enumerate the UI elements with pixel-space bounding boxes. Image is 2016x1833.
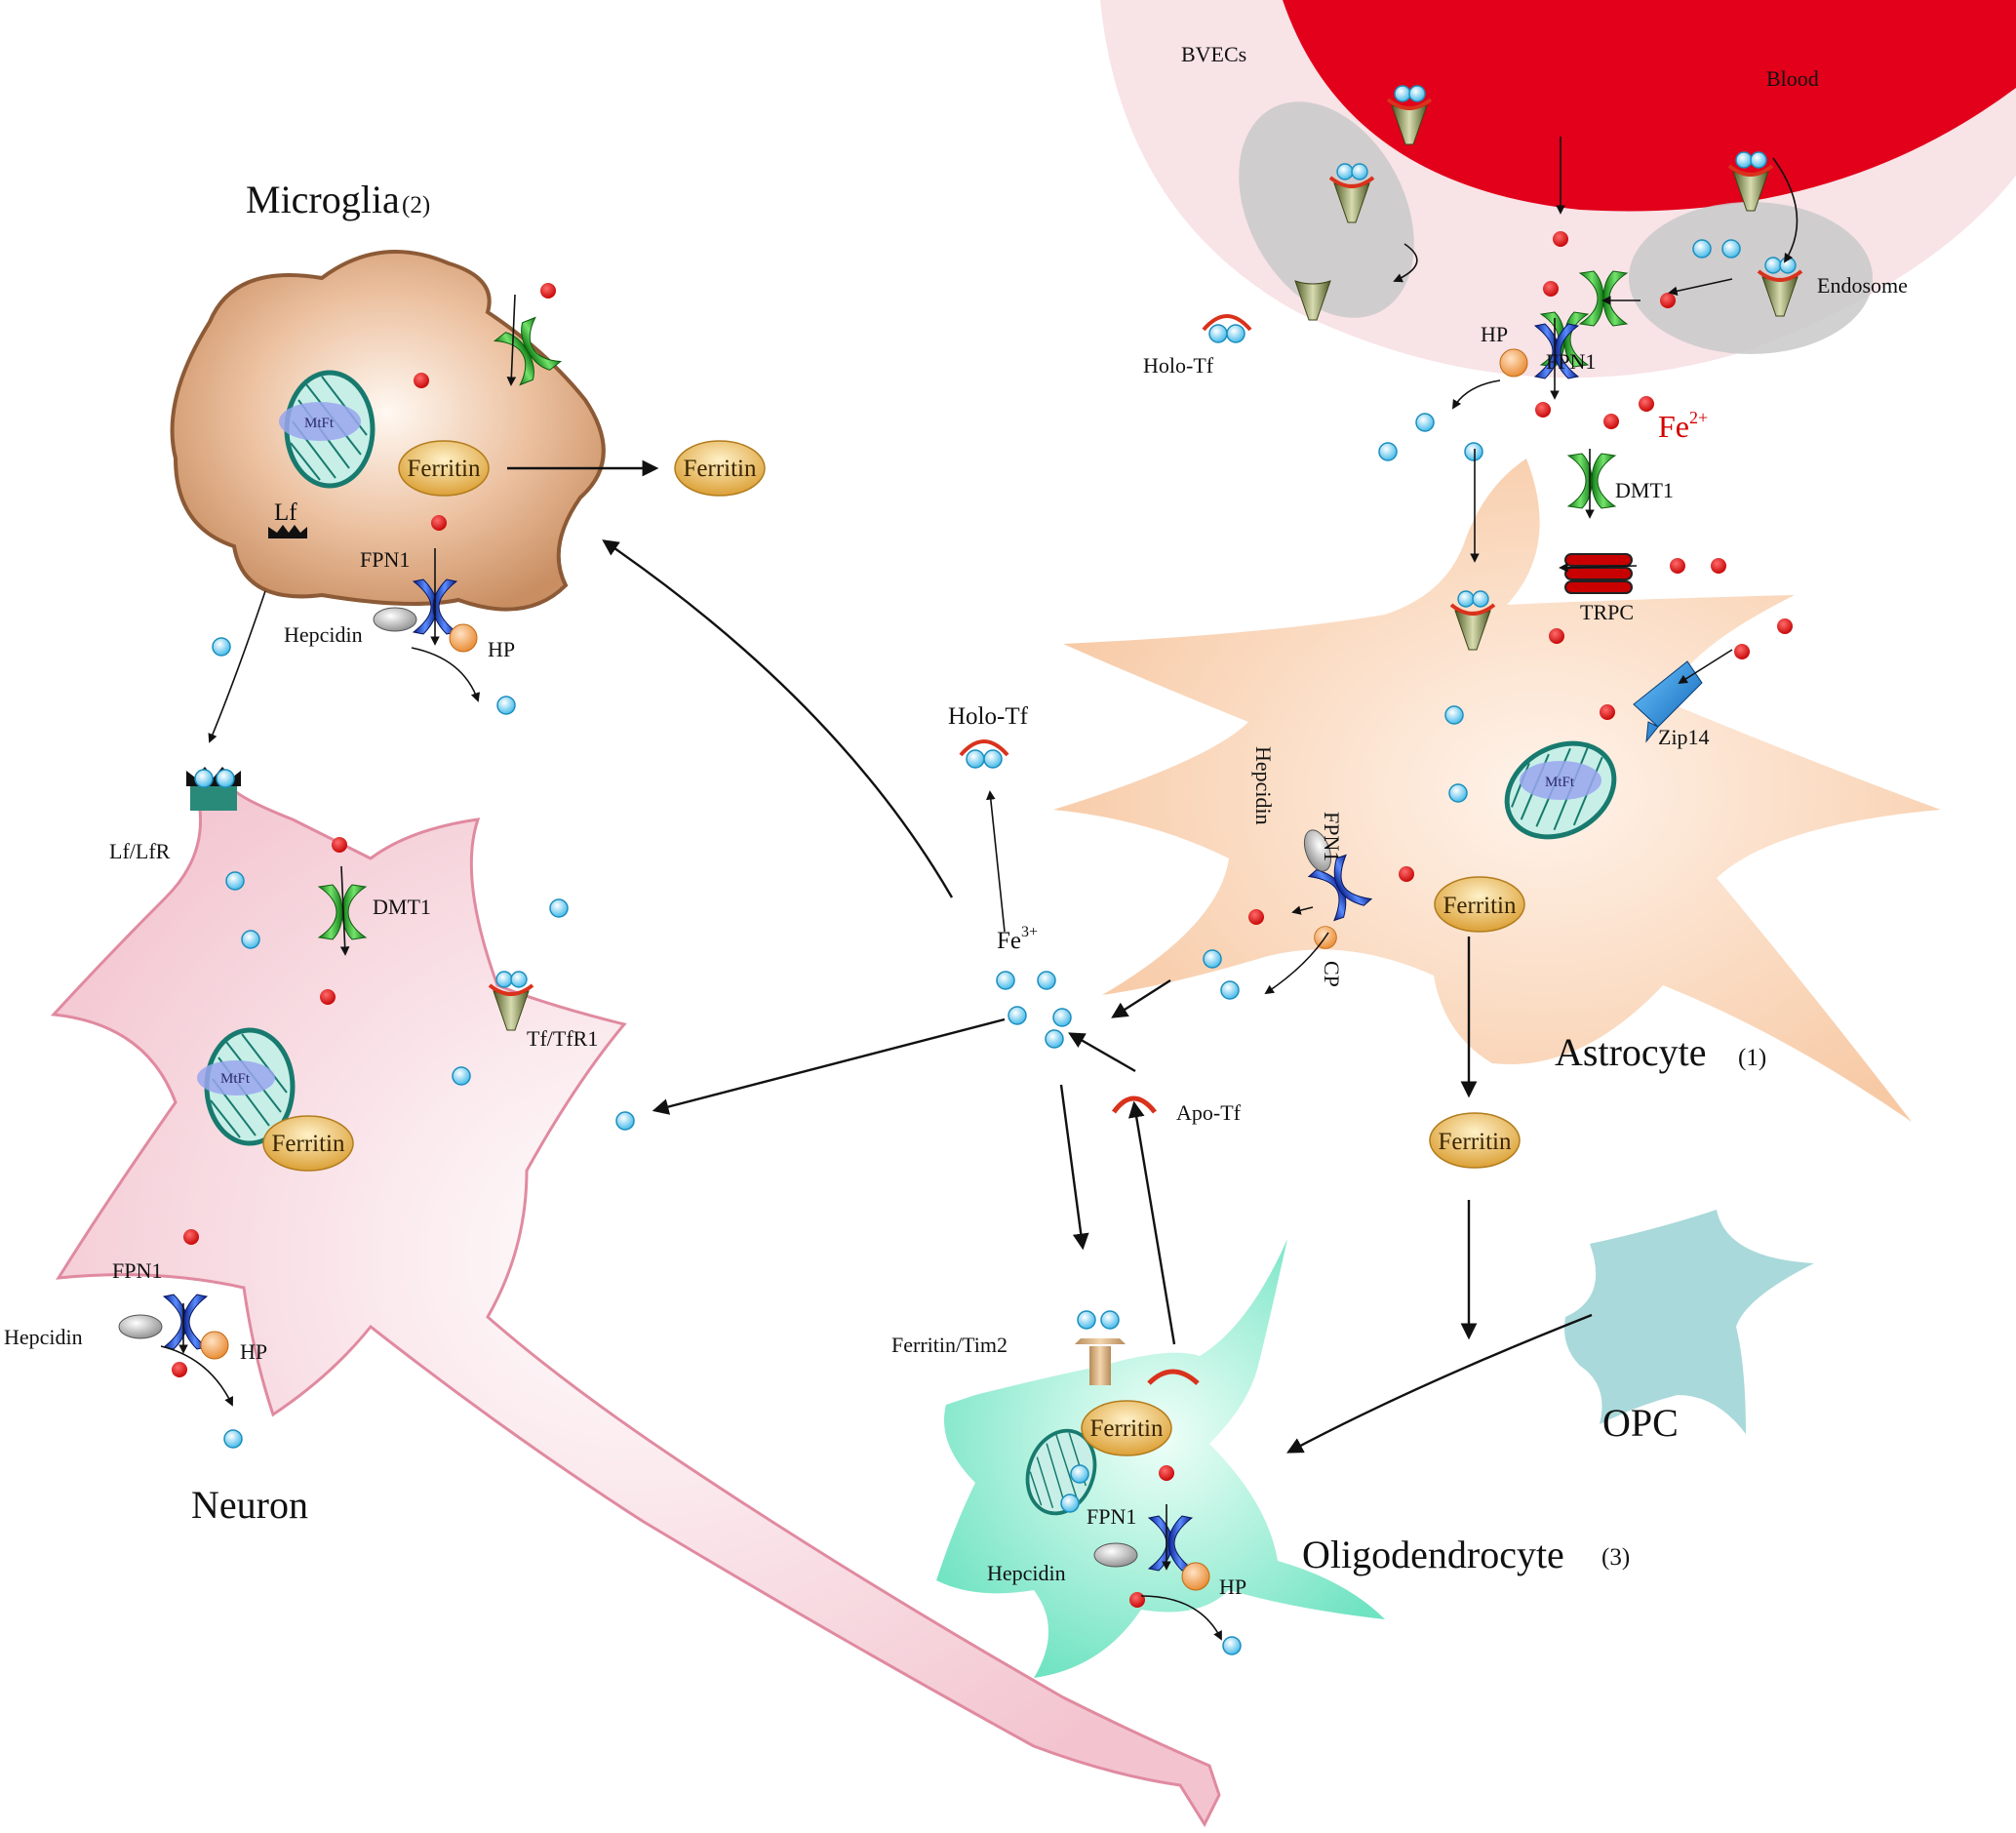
fpn1-label-microglia: FPN1 xyxy=(360,547,410,572)
ferritin-icon-released: Ferritin xyxy=(1429,1112,1521,1169)
mtft-label-neuron: MtFt xyxy=(220,1071,251,1087)
hp-icon xyxy=(1499,348,1528,378)
ferritin-icon-secreted: Ferritin xyxy=(674,440,766,497)
endosome xyxy=(1629,202,1873,354)
hepcidin-icon xyxy=(1093,1542,1138,1568)
zip14-label: Zip14 xyxy=(1658,725,1710,749)
opc-label: OPC xyxy=(1602,1401,1679,1445)
svg-text:Ferritin: Ferritin xyxy=(1443,893,1517,919)
hepcidin-label-oligodendrocyte: Hepcidin xyxy=(987,1561,1066,1585)
fe3-label: Fe3+ xyxy=(997,924,1038,954)
astrocyte-label: Astrocyte xyxy=(1555,1030,1707,1074)
fpn1-label-top: FPN1 xyxy=(1546,349,1596,374)
bvec-cell xyxy=(1239,101,1414,318)
cp-label: CP xyxy=(1320,961,1344,987)
mtft-label-microglia: MtFt xyxy=(304,416,335,431)
fe2-label: Fe2+ xyxy=(1658,408,1708,444)
microglia-label: Microglia xyxy=(246,178,400,221)
hp-label-microglia: HP xyxy=(488,637,515,661)
mtft-label-astrocyte: MtFt xyxy=(1545,775,1575,790)
svg-text:Ferritin: Ferritin xyxy=(1090,1415,1164,1442)
hepcidin-label-microglia: Hepcidin xyxy=(284,622,363,647)
apo-tf-icon xyxy=(1111,1096,1157,1114)
lf-receptor-icon xyxy=(268,525,307,538)
hp-label-neuron: HP xyxy=(240,1339,267,1364)
apo-tf-label: Apo-Tf xyxy=(1176,1100,1242,1125)
fpn1-label-oligodendrocyte: FPN1 xyxy=(1087,1504,1136,1529)
svg-text:Ferritin: Ferritin xyxy=(408,456,481,482)
blood-lumen xyxy=(1283,0,2016,212)
hepcidin-icon xyxy=(118,1314,163,1339)
fpn1-label-neuron: FPN1 xyxy=(112,1258,162,1283)
ferritin-icon-microglia: Ferritin xyxy=(398,440,490,497)
hp-label-top: HP xyxy=(1481,322,1508,346)
lf-lfr-label: Lf/LfR xyxy=(109,839,171,863)
hepcidin-icon xyxy=(373,607,417,632)
hepcidin-label-neuron: Hepcidin xyxy=(4,1325,83,1349)
tf-tfr1-label: Tf/TfR1 xyxy=(527,1026,598,1051)
dmt1-label-neuron: DMT1 xyxy=(373,895,431,919)
ferritin-icon-neuron: Ferritin xyxy=(262,1115,354,1172)
fpn1-label-astrocyte: FPN1 xyxy=(1320,812,1344,861)
mitochondrion-icon-microglia: MtFt xyxy=(279,373,373,486)
oligodendrocyte-label: Oligodendrocyte xyxy=(1302,1533,1564,1576)
holo-tf-icon xyxy=(1202,314,1252,344)
ferritin-tim2-label: Ferritin/Tim2 xyxy=(891,1333,1008,1357)
ferritin-tim2-receptor-icon xyxy=(1075,1310,1126,1385)
svg-text:Ferritin: Ferritin xyxy=(272,1131,345,1157)
bvecs-label: BVECs xyxy=(1181,42,1246,66)
blood-label: Blood xyxy=(1766,66,1819,91)
ferritin-icon-oligodendrocyte: Ferritin xyxy=(1081,1400,1172,1456)
ferritin-icon-astrocyte: Ferritin xyxy=(1434,876,1525,933)
apo-tf-icon xyxy=(1147,1369,1200,1385)
dmt1-label-astrocyte: DMT1 xyxy=(1615,478,1674,502)
svg-text:Ferritin: Ferritin xyxy=(684,456,757,482)
holo-tf-label-center: Holo-Tf xyxy=(948,703,1029,730)
hepcidin-label-astrocyte: Hepcidin xyxy=(1251,746,1276,825)
trpc-channel-icon xyxy=(1564,553,1633,594)
mitochondrion-icon-neuron: MtFt xyxy=(197,1030,293,1143)
neuron-label: Neuron xyxy=(191,1483,308,1527)
hp-label-oligodendrocyte: HP xyxy=(1219,1574,1246,1599)
neuron-cell xyxy=(50,788,1221,1828)
fpn1-channel-icon xyxy=(163,1294,208,1350)
trpc-label: TRPC xyxy=(1580,600,1634,624)
arrows xyxy=(160,137,1799,1641)
oligodendrocyte-number: (3) xyxy=(1601,1544,1630,1571)
holo-tf-icon xyxy=(959,739,1009,770)
dmt1-channel-icon xyxy=(1567,453,1616,509)
endosome-label: Endosome xyxy=(1817,273,1908,298)
microglia-number: (2) xyxy=(402,192,430,219)
opc-cell xyxy=(1564,1210,1814,1434)
astrocyte-cell xyxy=(1053,458,1941,1122)
labels: BVECs Blood Endosome Holo-Tf HP FPN1 Fe2… xyxy=(4,42,1908,1599)
hp-icon xyxy=(449,623,478,653)
svg-text:Ferritin: Ferritin xyxy=(1439,1129,1512,1155)
hp-icon xyxy=(1181,1562,1210,1591)
oligodendrocyte-cell xyxy=(936,1239,1385,1678)
holo-tf-label-top: Holo-Tf xyxy=(1143,353,1214,378)
lf-lfr-receptor-icon xyxy=(186,767,241,811)
astrocyte-number: (1) xyxy=(1738,1045,1766,1071)
lf-label: Lf xyxy=(274,499,297,526)
hp-icon xyxy=(200,1331,229,1360)
mitochondrion-icon-astrocyte: MtFt xyxy=(1490,725,1631,856)
